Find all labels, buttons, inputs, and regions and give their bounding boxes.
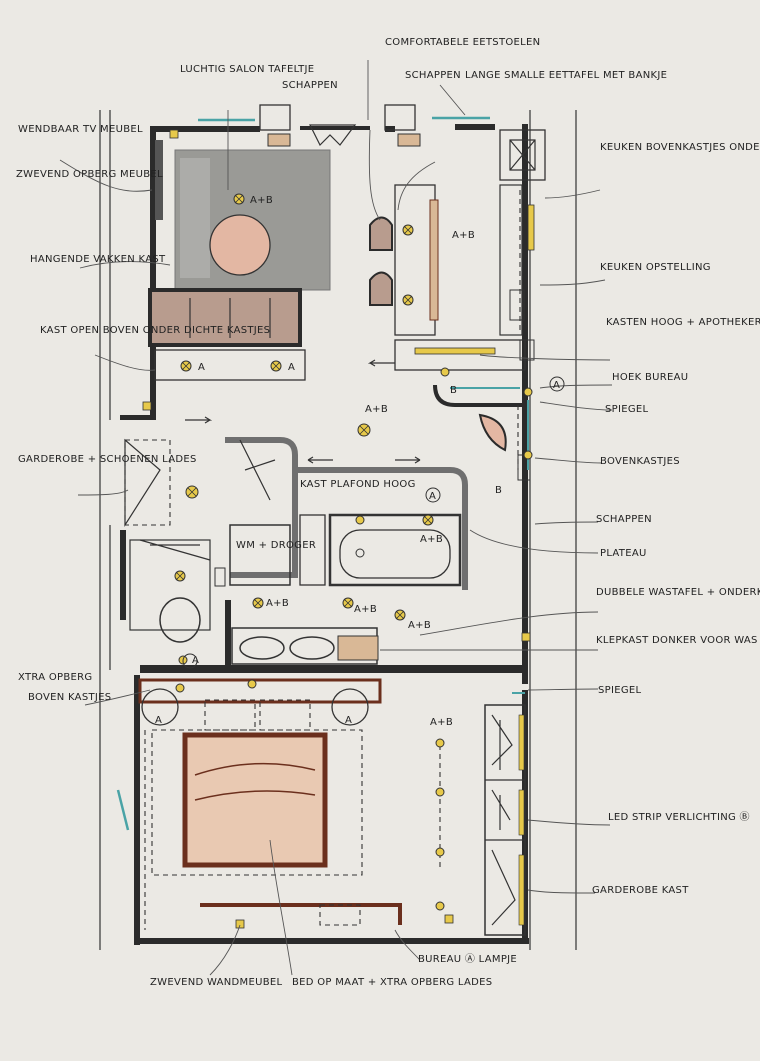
marker-a-circled: A bbox=[429, 491, 436, 502]
marker-b: B bbox=[495, 485, 502, 496]
label-kast-plafond: KAST PLAFOND HOOG bbox=[300, 479, 416, 490]
socket bbox=[169, 129, 179, 139]
socket bbox=[142, 401, 152, 411]
label-garderobe-kast: GARDEROBE KAST bbox=[592, 885, 689, 896]
bed bbox=[182, 732, 328, 868]
bureaustoel bbox=[478, 413, 507, 452]
marker-ab: A+B bbox=[250, 195, 273, 206]
light bbox=[342, 597, 354, 609]
light bbox=[355, 515, 365, 525]
schappen-left bbox=[259, 104, 291, 131]
light bbox=[233, 193, 245, 205]
label-hoek: HOEK BUREAU bbox=[612, 372, 688, 383]
annotation-labels: WENDBAAR TV MEUBEL ZWEVEND OPBERG MEUBEL… bbox=[16, 37, 760, 988]
light bbox=[402, 224, 414, 236]
marker-ab: A+B bbox=[354, 604, 377, 615]
kitchen bbox=[433, 129, 546, 481]
label-plateau: PLATEAU bbox=[600, 548, 647, 559]
marker-a-circled: A bbox=[553, 380, 560, 391]
windows bbox=[116, 116, 525, 831]
label-dubbele: DUBBELE WASTAFEL + ONDERKAST bbox=[596, 587, 760, 598]
marker-a: A bbox=[198, 362, 205, 373]
marker-a: A bbox=[192, 655, 199, 666]
marker-ab: A+B bbox=[420, 534, 443, 545]
marker-a: A bbox=[155, 715, 162, 726]
arrows bbox=[185, 359, 421, 464]
light bbox=[440, 367, 450, 377]
label-kast-open: KAST OPEN BOVEN ONDER DICHTE KASTJES bbox=[40, 325, 270, 336]
label-kasten-hoog: KASTEN HOOG + APOTHEKERS KAST bbox=[606, 317, 760, 328]
label-schappen-3: SCHAPPEN bbox=[596, 514, 652, 525]
label-spiegel-1: SPIEGEL bbox=[605, 404, 649, 415]
label-boven-kastjes: BOVEN KASTJES bbox=[28, 692, 111, 703]
light bbox=[252, 597, 264, 609]
marker-ab: A+B bbox=[452, 230, 475, 241]
marker-ab: A+B bbox=[266, 598, 289, 609]
label-xtra: XTRA OPBERG bbox=[18, 672, 92, 683]
label-bed: BED OP MAAT + XTRA OPBERG LADES bbox=[292, 977, 492, 988]
socket bbox=[235, 919, 245, 929]
bedroom bbox=[138, 678, 526, 936]
label-garderobe-schoenen: GARDEROBE + SCHOENEN LADES bbox=[18, 454, 197, 465]
light bbox=[185, 485, 199, 499]
salon-table bbox=[209, 214, 271, 276]
light bbox=[422, 514, 434, 526]
eetstoel-1 bbox=[369, 216, 393, 251]
light bbox=[435, 738, 445, 748]
label-wm: WM + DROGER bbox=[236, 540, 316, 551]
light bbox=[402, 294, 414, 306]
light bbox=[357, 423, 371, 437]
light bbox=[523, 450, 533, 460]
label-schappen-1: SCHAPPEN bbox=[282, 80, 338, 91]
light bbox=[270, 360, 282, 372]
light bbox=[523, 387, 533, 397]
marker-a: A bbox=[288, 362, 295, 373]
label-comfortabele: COMFORTABELE EETSTOELEN bbox=[385, 37, 540, 48]
marker-ab: A+B bbox=[408, 620, 431, 631]
label-tv: WENDBAAR TV MEUBEL bbox=[18, 124, 143, 135]
label-klepkast: KLEPKAST DONKER VOOR WAS + LICHT bbox=[596, 635, 760, 646]
marker-ab: A+B bbox=[430, 717, 453, 728]
leader-lines bbox=[59, 60, 613, 976]
light bbox=[174, 570, 186, 582]
label-zwevend-wand: ZWEVEND WANDMEUBEL bbox=[150, 977, 282, 988]
light bbox=[247, 679, 257, 689]
label-vakken: HANGENDE VAKKEN KAST bbox=[30, 254, 166, 265]
bath-zone bbox=[124, 437, 525, 673]
markers: A+B A+B A+B A+B A+B A+B A+B A+B A A A A … bbox=[155, 195, 565, 728]
light-points bbox=[142, 129, 533, 929]
dining-area bbox=[369, 184, 526, 371]
light bbox=[180, 360, 192, 372]
label-led: LED STRIP VERLICHTING Ⓑ bbox=[608, 811, 750, 823]
living-area bbox=[148, 104, 421, 381]
socket bbox=[444, 914, 454, 924]
eetstoel-2 bbox=[369, 271, 393, 306]
light bbox=[175, 683, 185, 693]
label-bovenkastjes: BOVENKASTJES bbox=[600, 456, 680, 467]
light bbox=[435, 787, 445, 797]
marker-b: B bbox=[450, 385, 457, 396]
label-lange: LANGE SMALLE EETTAFEL MET BANKJE bbox=[465, 70, 667, 81]
light bbox=[435, 901, 445, 911]
socket bbox=[521, 632, 531, 642]
marker-ab: A+B bbox=[365, 404, 388, 415]
marker-a: A bbox=[345, 715, 352, 726]
tv-meubel bbox=[155, 140, 163, 220]
label-keuken-boven: KEUKEN BOVENKASTJES ONDERT Ⓐ BOVEN VERLI… bbox=[600, 141, 760, 153]
label-zwevend-opberg: ZWEVEND OPBERG MEUBEL bbox=[16, 169, 163, 180]
label-luchtig: LUCHTIG SALON TAFELTJE bbox=[180, 64, 314, 75]
kast-open bbox=[154, 349, 306, 381]
label-spiegel-2: SPIEGEL bbox=[598, 685, 642, 696]
label-keuken-opstelling: KEUKEN OPSTELLING bbox=[600, 262, 711, 273]
label-schappen-2: SCHAPPEN bbox=[405, 70, 461, 81]
label-bureau-lampje: BUREAU Ⓐ LAMPJE bbox=[418, 953, 517, 965]
sofa bbox=[148, 288, 302, 347]
light bbox=[394, 609, 406, 621]
schappen-right bbox=[384, 104, 416, 131]
light bbox=[435, 847, 445, 857]
